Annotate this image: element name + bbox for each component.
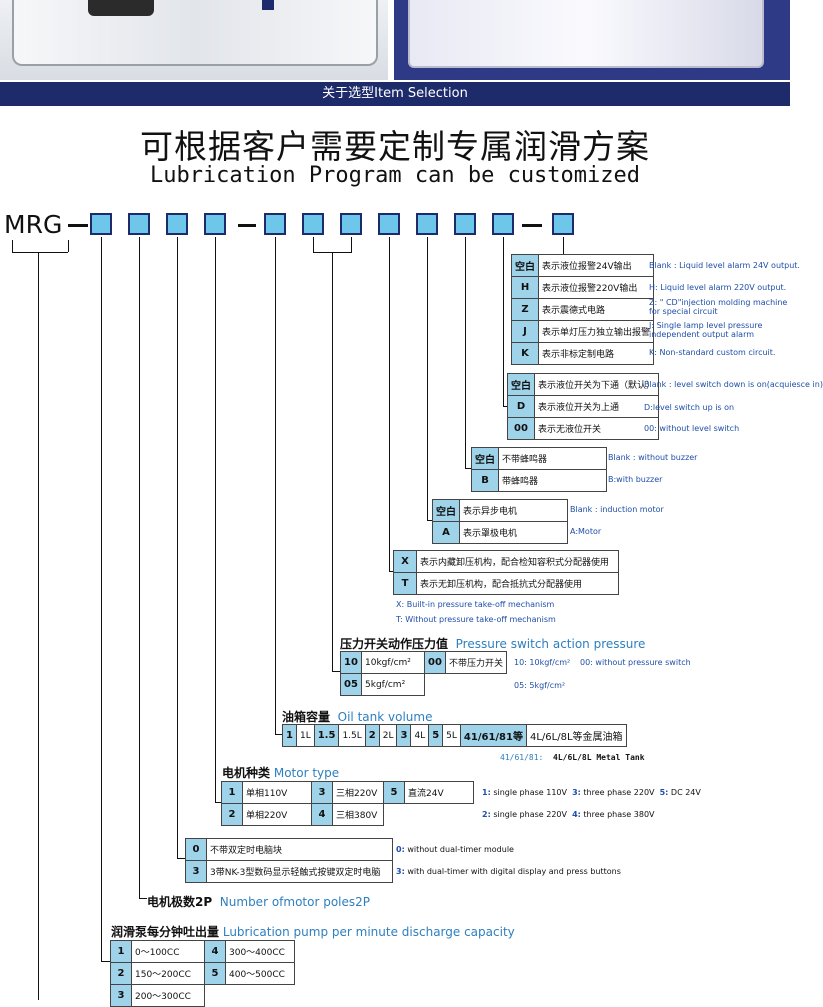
tank-image: [408, 0, 764, 68]
code-dash: [68, 224, 88, 227]
level-note-00: 00: without level switch: [644, 424, 740, 433]
code-box-motor-type: [204, 213, 226, 235]
alarm-note-blank: Blank : Liquid level alarm 24V output.: [649, 261, 800, 270]
motor-type-table: 1 单相110V 3 三相220V 5 直流24V 2 单相220V 4 三相3…: [221, 781, 474, 826]
pressure-note-10: 10: 10kgf/cm²: [514, 658, 571, 667]
code-box-mechanism: [378, 213, 400, 235]
code-box-tank: [264, 213, 286, 235]
mechanism-note-x: X: Built-in pressure take-off mechanism: [396, 600, 555, 609]
timer-note-0: 0: without dual-timer module: [396, 845, 514, 854]
table-row: 1 单相110V 3 三相220V 5 直流24V: [221, 781, 474, 804]
table-row: 3 200～300CC: [110, 984, 295, 1007]
pump-frame: [12, 0, 378, 66]
code-box-buzzer: [454, 213, 476, 235]
pressure-switch-heading: 压力开关动作压力值 Pressure switch action pressur…: [340, 637, 646, 651]
section-banner: 关于选型Item Selection: [0, 80, 790, 106]
page-title-cn: 可根据客户需要定制专属润滑方案: [140, 127, 650, 166]
code-dash: [522, 224, 542, 227]
code-box-motor: [416, 213, 438, 235]
tank-heading: 油箱容量 Oil tank volume: [282, 710, 433, 724]
model-code-prefix: MRG: [4, 210, 63, 239]
code-box-poles: [128, 213, 150, 235]
table-row: 2 单相220V 4 三相380V: [221, 803, 474, 826]
mechanism-note-t: T: Without pressure take-off mechanism: [396, 615, 556, 624]
alarm-note-k: K: Non-standard custom circuit.: [649, 348, 776, 357]
code-box-pressure-2: [340, 213, 362, 235]
code-box-pressure-1: [302, 213, 324, 235]
code-box-alarm: [552, 213, 574, 235]
level-note-blank: Blank : level switch down is on(acquiesc…: [644, 380, 823, 389]
page-title-en: Lubrication Program can be customized: [149, 163, 641, 188]
tank-metal-note: 41/61/81: 4L/6L/8L Metal Tank: [500, 753, 645, 762]
pressure-switch-table: 10 10kgf/cm² 00 不带压力开关 05 5kgf/cm²: [340, 651, 508, 696]
product-photo-right: [394, 0, 790, 80]
table-row: 空白表示异步电机: [432, 499, 568, 522]
motor-note-a: A:Motor: [570, 527, 602, 536]
code-box-discharge: [90, 213, 112, 235]
table-row: 1 0～100CC 4 300～400CC: [110, 940, 295, 963]
discharge-heading: 润滑泵每分钟吐出量 Lubrication pump per minute di…: [111, 925, 515, 939]
code-box-level: [492, 213, 514, 235]
pump-motor: [88, 0, 154, 16]
table-row: 10 10kgf/cm² 00 不带压力开关: [340, 651, 508, 674]
timer-note-3: 3: with dual-timer with digital display …: [396, 867, 621, 876]
buzzer-note-blank: Blank : without buzzer: [608, 453, 698, 462]
product-photo-left: [0, 0, 388, 81]
alarm-note-z: Z: " CD"injection molding machine for sp…: [649, 298, 788, 316]
alarm-note-j: J: Single lamp level pressure independen…: [649, 321, 763, 339]
alarm-note-h: H: Liquid level alarm 220V output.: [649, 283, 787, 292]
motor-note-blank: Blank : induction motor: [570, 505, 664, 514]
table-row: 空白表示液位报警24V输出: [511, 254, 655, 277]
tank-volume-table: 1 1L 1.5 1.5L 2 2L 3 4L 5 5L 41/61/81等 4…: [282, 724, 627, 747]
table-row: 1 1L 1.5 1.5L 2 2L 3 4L 5 5L 41/61/81等 4…: [282, 724, 627, 747]
code-box-timer: [166, 213, 188, 235]
table-row: 空白不带蜂鸣器: [471, 447, 607, 470]
poles-heading: 电机极数2P Number ofmotor poles2P: [147, 895, 371, 909]
level-note-d: D:level switch up is on: [644, 403, 735, 412]
table-row: 05 5kgf/cm²: [340, 673, 507, 696]
motor-type-note-row2: 2: single phase 220V 4: three phase 380V: [482, 810, 655, 819]
buzzer-note-b: B:with buzzer: [608, 475, 663, 484]
table-row: 空白表示液位开关为下通（默认）: [507, 373, 660, 396]
pressure-note-00: 00: without pressure switch: [580, 658, 691, 667]
discharge-table: 1 0～100CC 4 300～400CC 2 150～200CC 5 400～…: [110, 940, 295, 1007]
motor-type-heading: 电机种类 Motor type: [222, 766, 340, 780]
table-row: 2 150～200CC 5 400～500CC: [110, 962, 295, 985]
pressure-note-05: 05: 5kgf/cm²: [514, 681, 566, 690]
code-dash: [238, 224, 256, 227]
motor-type-note-row1: 1: single phase 110V 3: three phase 220V…: [482, 788, 701, 797]
pump-knob: [262, 0, 274, 10]
